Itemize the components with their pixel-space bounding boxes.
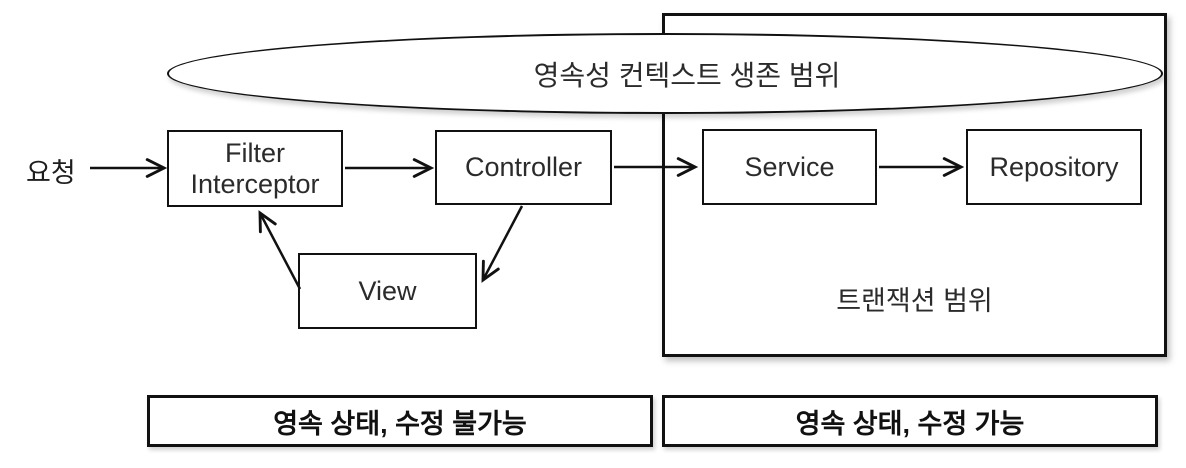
- legend-persistent-modifiable: 영속 상태, 수정 가능: [662, 395, 1158, 447]
- legend-persistent-unmodifiable: 영속 상태, 수정 불가능: [147, 395, 653, 447]
- controller-box: Controller: [435, 130, 612, 205]
- request-label: 요청: [26, 158, 76, 188]
- view-label: View: [358, 275, 417, 306]
- legend-left-label: 영속 상태, 수정 불가능: [273, 408, 527, 439]
- filter-label: Filter: [225, 138, 285, 169]
- arrow-controller-to-view: [481, 205, 524, 283]
- arrow-view-to-filter: [258, 210, 302, 290]
- service-label: Service: [744, 151, 835, 182]
- interceptor-label: Interceptor: [190, 168, 320, 199]
- repository-label: Repository: [989, 151, 1119, 182]
- service-box: Service: [702, 129, 877, 205]
- legend-right-label: 영속 상태, 수정 가능: [795, 408, 1025, 439]
- transaction-scope-label: 트랜잭션 범위: [836, 286, 993, 316]
- controller-label: Controller: [464, 152, 583, 183]
- filter-interceptor-box: Filter Interceptor: [167, 130, 343, 207]
- view-box: View: [298, 253, 477, 329]
- persistence-context-ellipse: 영속성 컨텍스트 생존 범위: [167, 33, 1163, 114]
- repository-box: Repository: [966, 129, 1142, 205]
- persistence-context-label: 영속성 컨텍스트 생존 범위: [533, 59, 841, 91]
